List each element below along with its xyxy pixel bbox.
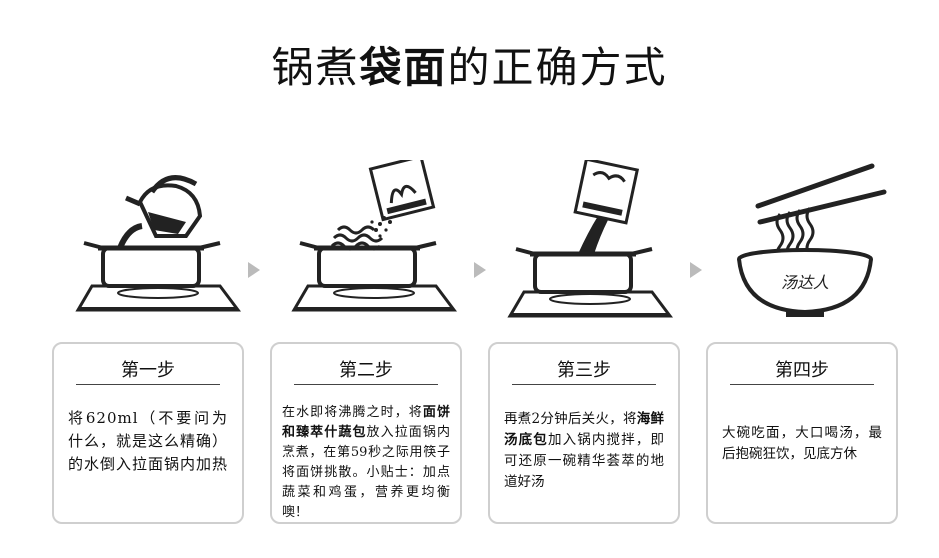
divider [730, 384, 874, 385]
step-2-card: 第二步 在水即将沸腾之时，将面饼和臻萃什蔬包放入拉面锅内烹煮，在第59秒之际用筷… [270, 342, 462, 524]
soup-packet-icon [573, 160, 640, 254]
divider [512, 384, 656, 385]
arrow-right-icon [248, 262, 260, 278]
divider [294, 384, 438, 385]
step-4-card: 第四步 大碗吃面，大口喝汤，最后抱碗狂饮，见底方休 [706, 342, 898, 524]
page-title: 锅煮袋面的正确方式 [271, 43, 668, 92]
noodles-icon [330, 225, 384, 251]
pot-icon [299, 241, 437, 288]
divider [76, 384, 220, 385]
step-2-heading: 第二步 [339, 360, 393, 381]
stove-icon [291, 284, 457, 312]
step-3-card: 第三步 再煮2分钟后关火，将海鲜汤底包加入锅内搅拌，即可还原一碗精华荟萃的地道好… [488, 342, 680, 524]
kettle-icon [117, 175, 203, 250]
arrow-right-icon [474, 262, 486, 278]
pot-icon [515, 247, 653, 294]
arrow-right-icon [690, 262, 702, 278]
step-3-text: 再煮2分钟后关火，将海鲜汤底包加入锅内搅拌，即可还原一碗精华荟萃的地道好汤 [504, 411, 665, 490]
step-2-text: 在水即将沸腾之时，将面饼和臻萃什蔬包放入拉面锅内烹煮，在第59秒之际用筷子将面饼… [282, 405, 450, 520]
bowl-icon: 汤达人 [737, 248, 873, 317]
stove-icon [507, 290, 673, 318]
step-4-text: 大碗吃面，大口喝汤，最后抱碗狂饮，见底方休 [722, 425, 882, 462]
pot-icon [83, 241, 221, 288]
seasoning-packet-icon [368, 160, 436, 238]
steps-illustration: 汤达人 [75, 160, 887, 318]
step-1-card: 第一步 将620ml（不要问为什么，就是这么精确）的水倒入拉面锅内加热 [52, 342, 244, 524]
step-4-heading: 第四步 [775, 360, 829, 381]
stove-icon [75, 284, 241, 312]
step-1-text: 将620ml（不要问为什么，就是这么精确）的水倒入拉面锅内加热 [68, 409, 229, 473]
step-1-heading: 第一步 [121, 360, 175, 381]
chopsticks-icon [755, 163, 887, 225]
bowl-logo: 汤达人 [781, 273, 829, 292]
step-3-heading: 第三步 [557, 360, 611, 381]
